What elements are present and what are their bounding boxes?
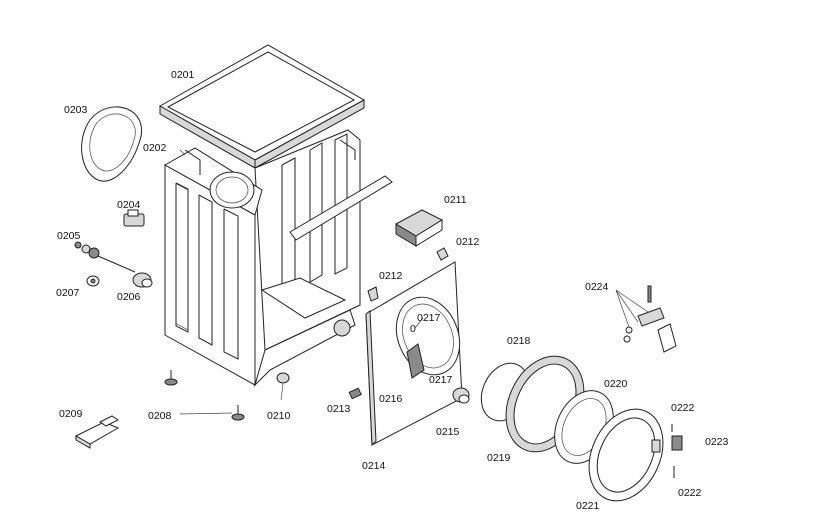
label-0209: 0209 — [59, 408, 83, 420]
label-0212: 0212 — [379, 270, 403, 282]
label-0222: 0222 — [678, 487, 702, 499]
label-0202: 0202 — [143, 142, 167, 154]
part-0204 — [123, 209, 145, 227]
label-0221: 0221 — [576, 500, 600, 512]
label-0217: 0217 — [429, 374, 453, 386]
label-0212: 0212 — [456, 236, 480, 248]
top-cover — [158, 44, 366, 169]
label-0210: 0210 — [267, 410, 291, 422]
label-0220: 0220 — [604, 378, 628, 390]
cabinet-body — [163, 129, 393, 387]
part-0208 — [164, 370, 245, 421]
label-0201: 0201 — [171, 69, 195, 81]
part-0205 — [74, 241, 136, 273]
label-0215: 0215 — [436, 426, 460, 438]
label-0213: 0213 — [327, 403, 351, 415]
label-0208: 0208 — [148, 410, 172, 422]
label-0203: 0203 — [64, 104, 88, 116]
part-0209 — [74, 415, 120, 449]
front-panel — [365, 261, 463, 447]
part-0211 — [394, 209, 444, 247]
part-0207 — [86, 275, 100, 287]
leader-lines — [179, 149, 424, 329]
part-0213 — [348, 387, 362, 400]
label-0216: 0216 — [379, 393, 403, 405]
label-0206: 0206 — [117, 291, 141, 303]
part-0212-clips — [367, 247, 449, 302]
label-0207: 0207 — [56, 287, 80, 299]
door-outer-ring — [588, 408, 664, 502]
gasket-ring — [81, 106, 143, 182]
label-0214: 0214 — [362, 460, 386, 472]
label-0: 0 — [410, 323, 416, 335]
part-0206 — [132, 272, 153, 288]
label-0205: 0205 — [57, 230, 81, 242]
label-0224: 0224 — [585, 281, 609, 293]
door-hinge — [671, 424, 683, 478]
part-0215 — [452, 387, 470, 404]
label-0217: 0217 — [417, 312, 441, 324]
label-0204: 0204 — [117, 199, 141, 211]
part-0224 — [615, 285, 677, 353]
label-0218: 0218 — [507, 335, 531, 347]
label-0223: 0223 — [705, 436, 729, 448]
part-0210 — [276, 372, 290, 401]
label-0222: 0222 — [671, 402, 695, 414]
label-0211: 0211 — [444, 194, 467, 206]
label-0219: 0219 — [487, 452, 511, 464]
